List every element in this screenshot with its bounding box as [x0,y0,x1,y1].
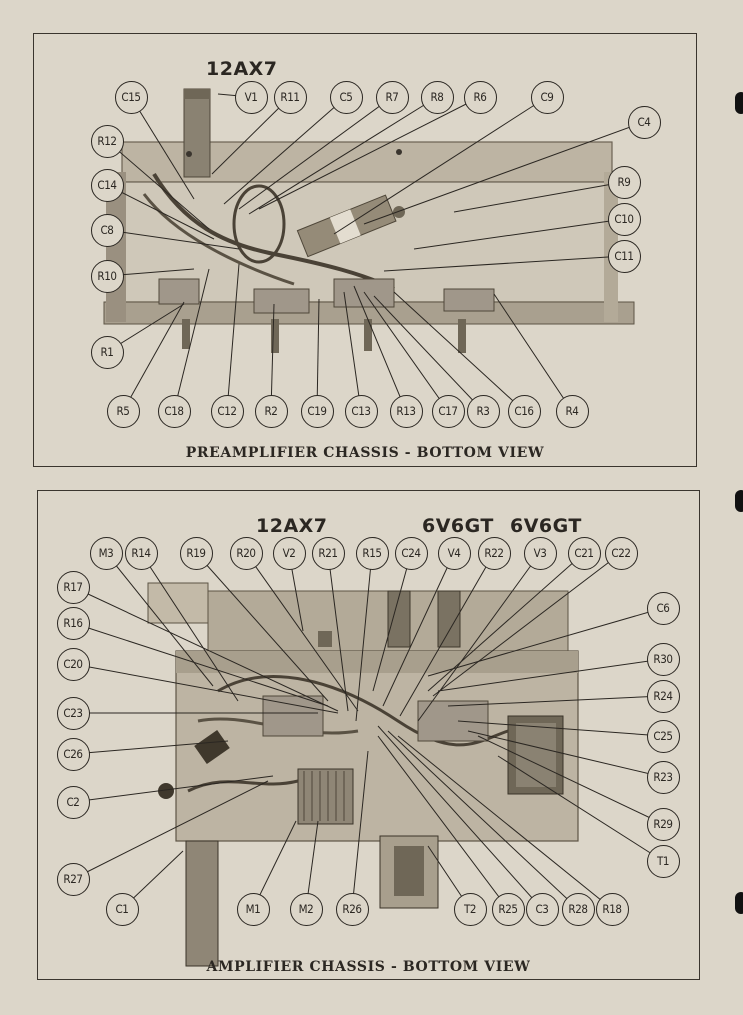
component-label-r14: R14 [124,536,158,570]
component-label-r19: R19 [179,536,213,570]
component-label-m1: M1 [236,892,270,926]
component-label-r25: R25 [491,892,525,926]
binding-hole [735,892,743,914]
component-label-c23: C23 [56,696,90,730]
component-label-r23: R23 [646,760,680,794]
component-label-r21: R21 [311,536,345,570]
binding-hole [735,490,743,512]
component-label-r3: R3 [466,394,500,428]
component-label-c18: C18 [157,394,191,428]
component-label-r17: R17 [56,570,90,604]
tube-type-label: 12AX7 [256,515,328,537]
component-label-r1: R1 [90,335,124,369]
component-label-t1: T1 [646,844,680,878]
component-label-m3: M3 [89,536,123,570]
component-label-r4: R4 [555,394,589,428]
component-label-r26: R26 [335,892,369,926]
component-label-c9: C9 [530,80,564,114]
component-label-c10: C10 [607,202,641,236]
component-label-c25: C25 [646,719,680,753]
component-label-r12: R12 [90,124,124,158]
component-label-t2: T2 [453,892,487,926]
component-label-r15: R15 [355,536,389,570]
component-label-c3: C3 [525,892,559,926]
component-label-r13: R13 [389,394,423,428]
component-label-r6: R6 [463,80,497,114]
component-label-r11: R11 [273,80,307,114]
tube-type-label: 6V6GT [422,515,494,537]
component-label-c2: C2 [56,785,90,819]
component-label-r10: R10 [90,259,124,293]
component-label-r2: R2 [254,394,288,428]
component-label-r30: R30 [646,642,680,676]
component-label-v3: V3 [523,536,557,570]
component-label-c4: C4 [627,105,661,139]
component-label-c11: C11 [607,239,641,273]
component-label-c15: C15 [114,80,148,114]
component-label-r22: R22 [477,536,511,570]
panel-caption: AMPLIFIER CHASSIS - BOTTOM VIEW [206,959,531,975]
component-label-c5: C5 [329,80,363,114]
component-label-c17: C17 [431,394,465,428]
component-label-c14: C14 [90,168,124,202]
component-label-c1: C1 [105,892,139,926]
component-label-c19: C19 [300,394,334,428]
component-label-r9: R9 [607,165,641,199]
binding-hole [735,92,743,114]
component-label-c21: C21 [567,536,601,570]
component-label-r28: R28 [561,892,595,926]
component-label-c13: C13 [344,394,378,428]
component-label-c26: C26 [56,737,90,771]
component-label-r5: R5 [106,394,140,428]
component-label-r29: R29 [646,807,680,841]
component-label-c16: C16 [507,394,541,428]
panel-caption: PREAMPLIFIER CHASSIS - BOTTOM VIEW [185,445,545,461]
component-label-c8: C8 [90,213,124,247]
tube-type-label: 6V6GT [510,515,582,537]
component-label-r24: R24 [646,679,680,713]
component-label-c24: C24 [394,536,428,570]
component-label-r20: R20 [229,536,263,570]
tube-type-label: 12AX7 [206,58,278,80]
component-label-r18: R18 [595,892,629,926]
component-label-r7: R7 [375,80,409,114]
component-label-c22: C22 [604,536,638,570]
component-label-c6: C6 [646,591,680,625]
component-label-r27: R27 [56,862,90,896]
component-label-v1: V1 [234,80,268,114]
component-label-m2: M2 [289,892,323,926]
component-label-c12: C12 [210,394,244,428]
component-label-c20: C20 [56,647,90,681]
component-label-v2: V2 [272,536,306,570]
component-label-r16: R16 [56,606,90,640]
component-label-v4: V4 [437,536,471,570]
component-label-r8: R8 [420,80,454,114]
